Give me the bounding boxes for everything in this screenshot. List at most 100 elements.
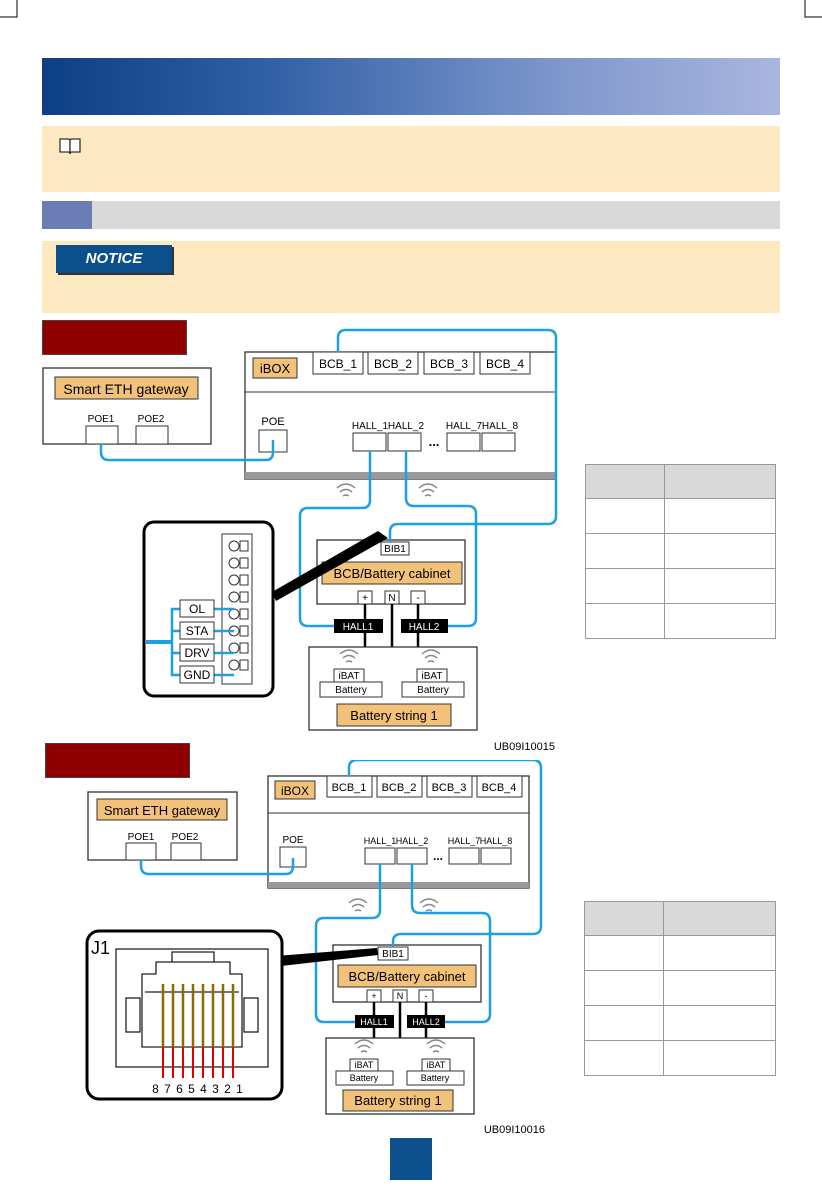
gateway-label: Smart ETH gateway [104, 803, 221, 818]
hall-port-label-2: HALL_2 [388, 421, 425, 432]
hall-port-label-1: HALL_1 [352, 421, 389, 432]
wireless-icon [421, 649, 441, 663]
hall-port-7 [448, 847, 480, 865]
ibat-1-label: iBAT [355, 1060, 374, 1070]
hall-port-2 [396, 847, 428, 865]
ibox-label: iBOX [260, 361, 291, 376]
bcb-port-2 [367, 351, 419, 375]
table-cell [663, 1040, 776, 1076]
bib1-label: BIB1 [382, 949, 404, 960]
zoom-wedge [276, 948, 378, 966]
terminal-n-label: N [397, 991, 404, 1001]
table-cell [663, 935, 776, 971]
rj45-pin-leads [162, 1047, 234, 1078]
ibox-poe-label: POE [282, 835, 303, 846]
wireless-icon [336, 483, 356, 497]
table-cell [584, 935, 664, 971]
hall-port-ellipsis: ... [429, 434, 440, 449]
table-cell [585, 464, 665, 499]
wireless-icon [418, 483, 438, 497]
ibox-label: iBOX [281, 784, 309, 798]
hall-port-7 [446, 432, 481, 452]
hall-port-label-8: HALL_8 [480, 836, 513, 846]
table-cell [585, 533, 665, 569]
crop-mark-top-right [804, 0, 822, 18]
signal-drv-label: DRV [184, 646, 209, 660]
hall-port-label-1: HALL_1 [364, 836, 397, 846]
bcb-port-label-2: BCB_2 [382, 782, 417, 794]
figure-id-1: UB09I10015 [494, 741, 555, 753]
gw-port-poe1 [85, 425, 119, 445]
figure-id-2: UB09I10016 [484, 1124, 545, 1136]
battery-2-label: Battery [421, 1073, 450, 1083]
diagram1-red-label [42, 320, 187, 355]
terminal-minus-label: - [425, 991, 428, 1001]
gw-port-poe1 [125, 842, 157, 861]
bib1-label: BIB1 [384, 544, 406, 555]
battery-2 [406, 1070, 465, 1086]
connector-label: J1 [91, 938, 110, 958]
battery-1 [319, 681, 383, 698]
wireless-icon [354, 1039, 374, 1053]
ibox-base [268, 882, 529, 888]
signal-ol [179, 599, 215, 618]
terminal-n-label: N [388, 593, 395, 604]
battery-string-label: Battery string 1 [350, 708, 437, 723]
header-band [42, 58, 780, 115]
table-cell [664, 603, 776, 639]
hall-port-8 [481, 432, 516, 452]
battery-1-label: Battery [350, 1073, 379, 1083]
bcb-port-label-4: BCB_4 [482, 782, 517, 794]
page-number-box [390, 1138, 432, 1180]
ibat-2-label: iBAT [422, 671, 443, 682]
battery-string-label-bg [342, 1089, 454, 1112]
notice-badge: NOTICE [56, 245, 172, 273]
table-cell [585, 603, 665, 639]
ibox-poe-label: POE [261, 416, 284, 428]
battery-1-label: Battery [335, 685, 367, 696]
terminal-plus-label: + [371, 991, 376, 1001]
table-cell [584, 1005, 664, 1041]
bcb-port-label-3: BCB_3 [432, 782, 467, 794]
wireless-icon [339, 649, 359, 663]
hall2-label: HALL2 [412, 1017, 440, 1027]
bcb-port-label-3: BCB_3 [430, 357, 468, 371]
ibox-base [245, 472, 556, 479]
cabinet-label-bg [337, 964, 477, 988]
signal-cables [139, 760, 543, 1024]
section-tab [42, 201, 92, 229]
gw-port-label-2: POE2 [172, 832, 199, 843]
battery-string-label: Battery string 1 [354, 1093, 441, 1108]
terminal-screws [228, 540, 249, 671]
hall2-sensor [407, 1015, 445, 1028]
cabinet-label: BCB/Battery cabinet [333, 566, 450, 581]
bcb-port-label-2: BCB_2 [374, 357, 412, 371]
bcb-port-label-1: BCB_1 [319, 357, 357, 371]
terminal-wires [170, 607, 234, 677]
gateway-label-bg [96, 798, 228, 821]
table-cell [663, 901, 776, 936]
hall-port-2 [387, 432, 422, 452]
battery-1 [335, 1070, 394, 1086]
gw-port-poe2 [135, 425, 169, 445]
bcb-port-3 [426, 775, 473, 798]
section-bar [42, 201, 780, 229]
gw-port-label-1: POE1 [88, 414, 115, 425]
table-cell [664, 568, 776, 604]
ibox-label-bg [274, 780, 316, 800]
note-box [42, 126, 780, 192]
bcb-port-3 [423, 351, 475, 375]
wireless-icon [426, 1039, 446, 1053]
pin-table-1 [585, 464, 776, 639]
hall-port-label-7: HALL_7 [446, 421, 483, 432]
gw-port-label-1: POE1 [128, 832, 155, 843]
table-cell [584, 901, 664, 936]
signal-gnd [179, 665, 215, 684]
table-cell [664, 533, 776, 569]
hall-port-8 [480, 847, 512, 865]
wireless-icon [348, 898, 368, 912]
bcb-port-4 [476, 775, 523, 798]
hall-port-1 [364, 847, 396, 865]
diagram2-wiring: Smart ETH gateway POE1 POE2 iBOX BCB_1 B… [85, 760, 545, 1136]
signal-ol-label: OL [189, 602, 205, 616]
